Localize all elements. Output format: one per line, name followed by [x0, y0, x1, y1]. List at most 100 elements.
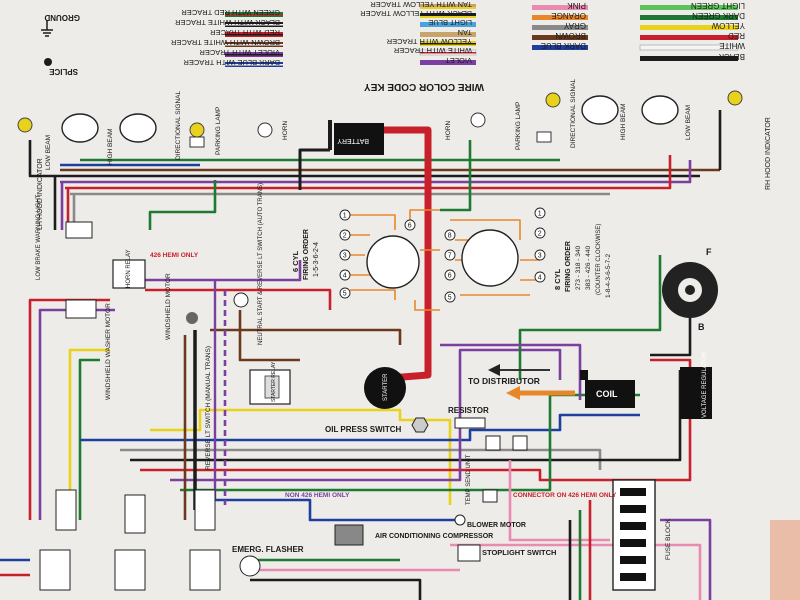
lh-directional-socket	[189, 136, 205, 148]
tracer	[225, 64, 283, 66]
connector-b	[512, 435, 528, 451]
eight-cyl-rotation: (COUNTER CLOCKWISE)	[596, 224, 602, 295]
bulkhead-connector-5	[114, 549, 146, 591]
tracer	[420, 16, 476, 18]
rh-parking-lamp-label: PARKING LAMP	[515, 102, 522, 150]
key-label-tan-yellow: TAN WITH YELLOW TRACER	[370, 0, 472, 9]
wire-red-top	[65, 155, 672, 190]
eight-cyl-marker-3	[534, 249, 546, 261]
lh-connector-block	[65, 221, 93, 239]
key-label-black: BLACK	[718, 52, 745, 61]
fuse-block-label: FUSE BLOCK	[665, 518, 672, 560]
fuse-3	[620, 522, 646, 530]
alternator-f-terminal: F	[706, 247, 712, 257]
swatch-brown	[532, 35, 588, 40]
key-label-black-yellow: BLACK WITH YELLOW TRACER	[360, 9, 472, 18]
eight-cyl-marker-8	[444, 229, 456, 241]
stoplight-switch-icon	[457, 544, 481, 562]
six-cyl-number-3: 3	[343, 253, 347, 260]
bulkhead-connector-4	[39, 549, 71, 591]
rh-directional-label: DIRECTIONAL SIGNAL	[570, 79, 577, 148]
color-code-key: LIGHT GREEN DARK GREEN YELLOW RED WHITE …	[41, 0, 745, 92]
wire-gray	[120, 448, 602, 470]
horn-relay-box	[112, 259, 146, 289]
rh-high-beam-lamp	[581, 95, 619, 125]
voltage-regulator-label: VOLTAGE REGULATOR	[702, 351, 708, 418]
tracer	[225, 54, 283, 56]
fuse-block	[612, 479, 656, 591]
wire-green	[518, 255, 662, 380]
swatch-gray	[532, 25, 588, 30]
components: BATTERY STARTER COIL	[17, 90, 743, 591]
six-cyl-marker-5	[339, 287, 351, 299]
to-distributor-label: TO DISTRIBUTOR	[468, 376, 540, 386]
rh-horn-label: HORN	[445, 121, 452, 140]
distributor-cap-6cyl	[366, 235, 420, 289]
starter-label: STARTER	[383, 373, 389, 401]
ignition-coil	[585, 380, 635, 408]
lh-high-beam-lamp	[119, 113, 157, 143]
swatch-white	[639, 44, 739, 51]
ground-symbol	[41, 20, 53, 37]
six-cyl-number-6: 6	[408, 223, 412, 230]
key-label-white-tracer: WHITE WITH TRACER	[393, 46, 472, 55]
tracer	[225, 34, 283, 36]
lh-low-beam-lamp	[61, 113, 99, 143]
coil-terminal	[580, 370, 588, 380]
key-label-dark-green: DARK GREEN	[692, 11, 745, 20]
key-label-red-tracer: RED WITH TRACER	[210, 28, 280, 37]
lh-hood-indicator-label: LH HOOD INDICATOR	[37, 158, 44, 230]
bulkhead-connector-1	[55, 489, 77, 531]
six-cyl-marker-6	[404, 219, 416, 231]
key-label-white: WHITE	[719, 41, 745, 50]
lh-high-beam-label: HIGH BEAM	[107, 129, 114, 165]
swatch-black-yellow	[420, 13, 476, 18]
washer-motor-label: WINDSHIELD WASHER MOTOR	[105, 303, 112, 400]
emerg-flasher-label: EMERG. FLASHER	[232, 545, 304, 554]
six-cyl-marker-1	[339, 209, 351, 221]
finger-shadow	[770, 520, 800, 600]
wire-violet	[170, 348, 562, 482]
key-ground-label: GROUND	[44, 13, 80, 22]
starter-relay-core	[264, 375, 280, 399]
orange-arrow	[506, 386, 520, 400]
six-cyl-number-4: 4	[343, 273, 347, 280]
eight-cyl-engines: 273 - 318 - 340	[575, 246, 582, 290]
wiper-connector-block	[65, 299, 97, 319]
swatch-light-blue	[420, 22, 476, 27]
wire-black	[250, 578, 422, 600]
rh-directional-bulb	[545, 92, 561, 108]
rh-horn-icon	[470, 112, 486, 128]
wire-yellow	[68, 348, 110, 520]
six-cyl-subtitle: FIRING ORDER	[303, 229, 310, 280]
lh-directional-bulb	[189, 122, 205, 138]
temp-send-unit-label: TEMP SEND UNIT	[466, 454, 472, 505]
rh-low-beam-label: LOW BEAM	[685, 105, 692, 140]
key-label-violet-tracer: VIOLET WITH TRACER	[199, 48, 280, 57]
wire-pink	[508, 460, 610, 542]
key-label-black-white: BLACK WITH WHITE TRACER	[175, 18, 280, 27]
eight-cyl-marker-2	[534, 227, 546, 239]
key-label-light-blue: LIGHT BLUE	[428, 18, 472, 27]
bulkhead-connector-3	[194, 489, 216, 531]
wire-lh-hood	[28, 140, 55, 178]
wire-green	[148, 180, 217, 230]
eight-cyl-marker-7	[444, 249, 456, 261]
key-label-brown-white: BROWN WITH WHITE TRACER	[170, 38, 280, 47]
low-brake-label: LOW BRAKE WARNING LIGHT	[36, 194, 42, 280]
lh-horn-icon	[257, 122, 273, 138]
ballast-resistor	[454, 417, 486, 429]
neutral-start-label: NEUTRAL START & REVERSE LT SWITCH (AUTO …	[258, 183, 264, 345]
swatch-orange	[532, 15, 588, 20]
tracer	[420, 7, 476, 9]
six-cyl-number-2: 2	[343, 233, 347, 240]
wire-blue	[200, 498, 460, 522]
swatch-tan	[420, 32, 476, 37]
eight-cyl-marker-1	[534, 207, 546, 219]
ac-compressor-label: AIR CONDITIONING COMPRESSOR	[375, 533, 493, 540]
six-cyl-title: 6 CYL	[291, 250, 300, 272]
windshield-motor-icon	[186, 312, 198, 324]
stoplight-switch-label: STOPLIGHT SWITCH	[482, 548, 556, 557]
eight-cyl-number-4: 4	[538, 275, 542, 282]
